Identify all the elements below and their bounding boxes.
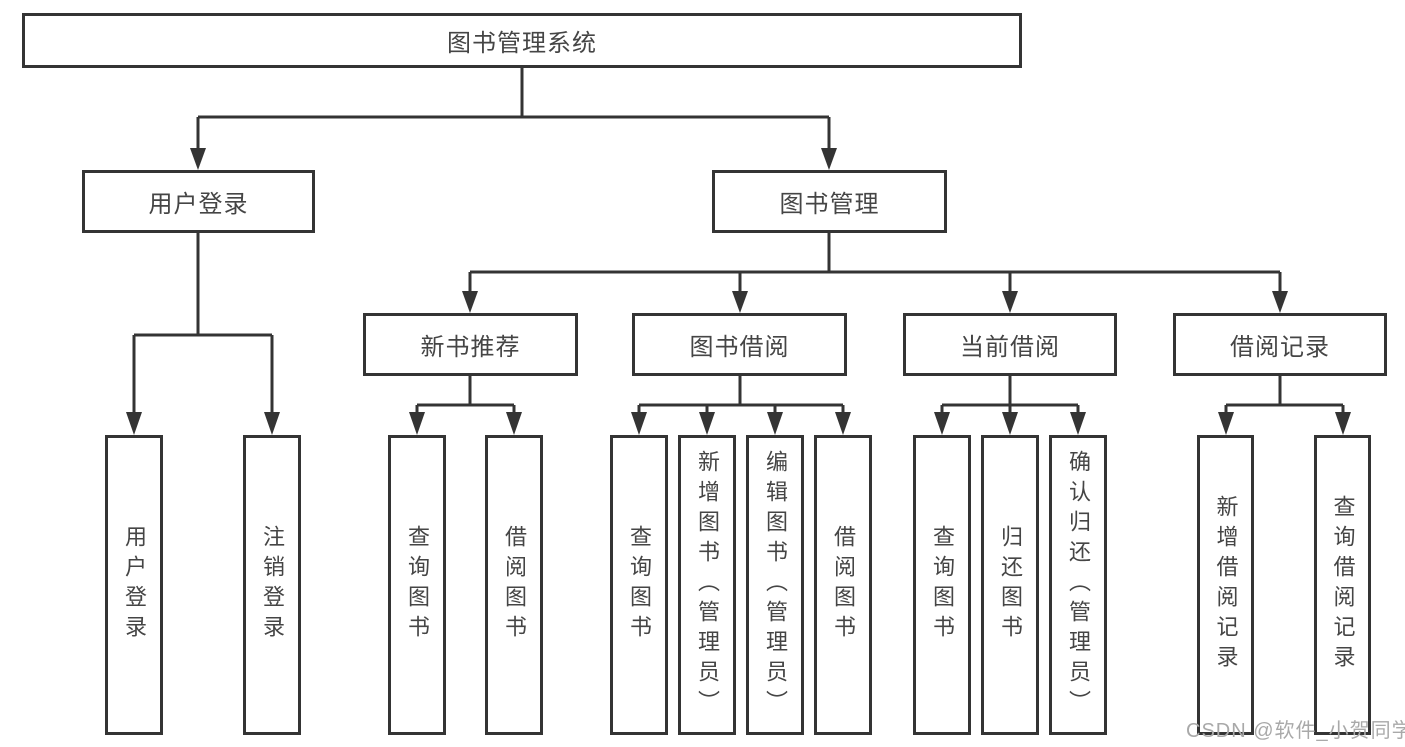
node-book-borrowing: 图书借阅 <box>632 313 847 376</box>
node-leaf-query-books-borrowing: 查询图书 <box>610 435 668 735</box>
node-label: 新增借阅记录 <box>1213 495 1239 675</box>
node-label: 查询借阅记录 <box>1330 495 1356 675</box>
node-leaf-add-books-admin: 新增图书（管理员） <box>678 435 736 735</box>
node-label: 图书借阅 <box>689 334 790 361</box>
node-current-borrowing: 当前借阅 <box>903 313 1117 376</box>
node-label: 借阅图书 <box>831 525 856 645</box>
node-label: 图书管理系统 <box>447 30 597 57</box>
node-label: 编辑图书（管理员） <box>763 450 788 720</box>
node-label: 归还图书 <box>998 525 1023 645</box>
node-label: 图书管理 <box>779 191 880 218</box>
node-leaf-user-login: 用户登录 <box>105 435 163 735</box>
node-leaf-edit-books-admin: 编辑图书（管理员） <box>746 435 804 735</box>
node-leaf-query-books-current: 查询图书 <box>913 435 971 735</box>
node-label: 确认归还（管理员） <box>1066 450 1091 720</box>
node-borrowing-records: 借阅记录 <box>1173 313 1387 376</box>
node-label: 查询图书 <box>627 525 652 645</box>
node-label: 用户登录 <box>148 191 249 218</box>
node-leaf-query-books-recommend: 查询图书 <box>388 435 446 735</box>
node-user-login: 用户登录 <box>82 170 315 233</box>
node-label: 注销登录 <box>260 525 285 645</box>
node-label: 借阅图书 <box>502 525 527 645</box>
node-leaf-logout: 注销登录 <box>243 435 301 735</box>
node-label: 用户登录 <box>122 525 147 645</box>
node-label: 新书推荐 <box>420 334 521 361</box>
node-label: 借阅记录 <box>1230 334 1330 361</box>
node-library-management-system: 图书管理系统 <box>22 13 1022 68</box>
node-leaf-borrow-books: 借阅图书 <box>814 435 872 735</box>
node-label: 新增图书（管理员） <box>695 450 720 720</box>
node-label: 查询图书 <box>405 525 430 645</box>
node-book-management: 图书管理 <box>712 170 947 233</box>
arrowheads <box>126 148 1351 435</box>
node-label: 查询图书 <box>930 525 955 645</box>
node-leaf-query-borrow-record: 查询借阅记录 <box>1314 435 1371 735</box>
node-leaf-borrow-books-recommend: 借阅图书 <box>485 435 543 735</box>
node-leaf-return-books: 归还图书 <box>981 435 1039 735</box>
node-leaf-confirm-return-admin: 确认归还（管理员） <box>1049 435 1107 735</box>
node-label: 当前借阅 <box>960 334 1060 361</box>
node-leaf-add-borrow-record: 新增借阅记录 <box>1197 435 1254 735</box>
node-new-book-recommend: 新书推荐 <box>363 313 578 376</box>
csdn-watermark: CSDN @软件_小贺同学 <box>1186 720 1405 742</box>
